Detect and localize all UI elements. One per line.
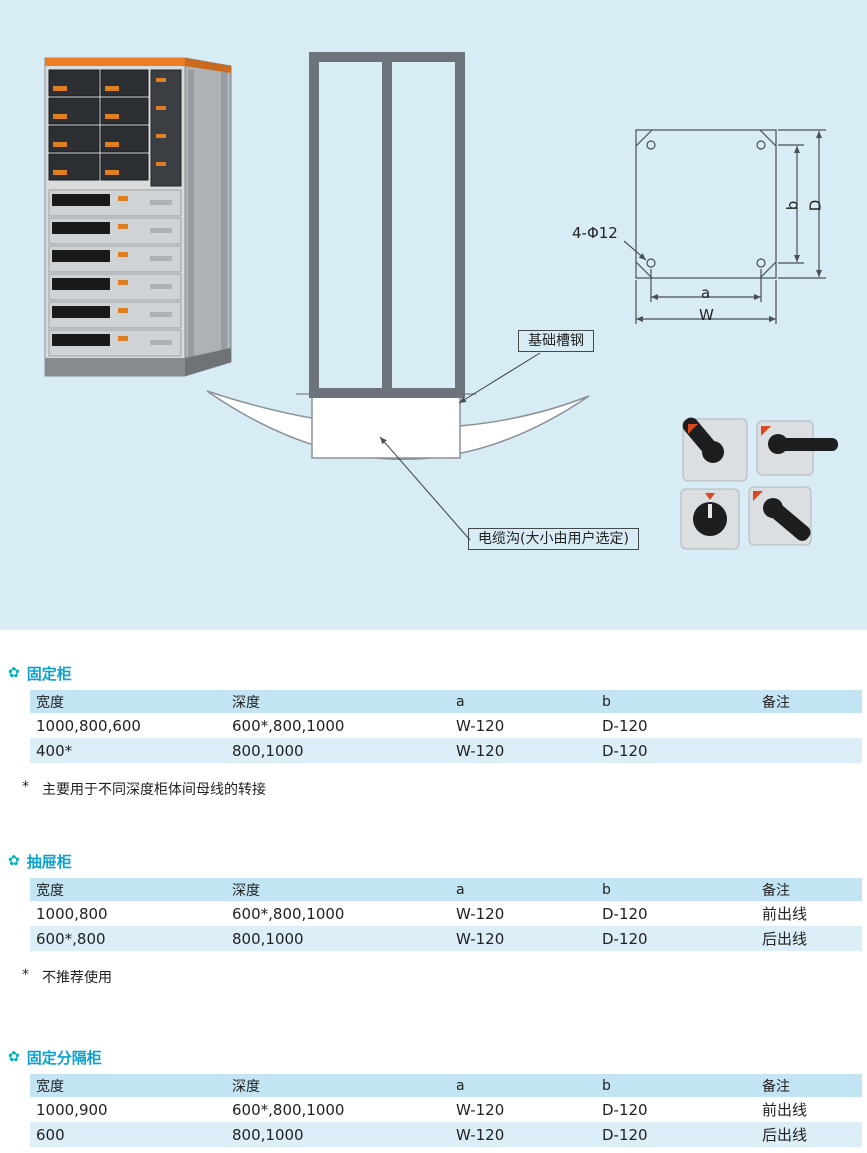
cell: 1000,900 bbox=[36, 1100, 108, 1119]
section-title-text: 抽屉柜 bbox=[26, 852, 72, 871]
col-header: a bbox=[450, 1074, 596, 1097]
table-header-row: 宽度 深度 a b 备注 bbox=[30, 690, 862, 713]
col-header: 宽度 bbox=[30, 690, 226, 713]
cell: D-120 bbox=[596, 738, 756, 763]
cell: W-120 bbox=[450, 738, 596, 763]
section-title-text: 固定柜 bbox=[26, 664, 72, 683]
cell: 600*,800,1000 bbox=[232, 1100, 345, 1119]
dim-b-label: b bbox=[783, 200, 802, 211]
flower-icon: ✿ bbox=[8, 665, 20, 681]
section-title: ✿ 固定分隔柜 bbox=[0, 1046, 867, 1068]
col-header: 深度 bbox=[226, 1074, 450, 1097]
diagram-area: 基础槽钢 电缆沟(大小由用户选定) 4-Φ12 a W b D bbox=[0, 0, 867, 630]
spec-table: 宽度 深度 a b 备注 1000,900 600*,800,1000 W-12… bbox=[30, 1074, 862, 1147]
cell: 800,1000 bbox=[226, 738, 450, 763]
cell: 前出线 bbox=[762, 905, 808, 923]
foundation-drawing bbox=[206, 390, 590, 460]
footnote: * 主要用于不同深度柜体间母线的转接 bbox=[22, 779, 867, 799]
table-row: 400* 800,1000 W-120 D-120 bbox=[30, 738, 862, 763]
table-row: 600*,800 800,1000 W-120 D-120 后出线 bbox=[30, 926, 862, 951]
footnote-star: * bbox=[22, 967, 29, 983]
cell: 600*,800 bbox=[30, 926, 226, 951]
flower-icon: ✿ bbox=[8, 1049, 20, 1065]
table-header-row: 宽度 深度 a b 备注 bbox=[30, 878, 862, 901]
dimension-diagram bbox=[623, 129, 826, 324]
cell: 后出线 bbox=[756, 926, 862, 951]
cell: D-120 bbox=[596, 926, 756, 951]
technical-diagram bbox=[44, 52, 838, 550]
cell: W-120 bbox=[456, 716, 505, 735]
cell: D-120 bbox=[602, 904, 648, 923]
col-header: 宽度 bbox=[30, 878, 226, 901]
callout-leaders bbox=[379, 352, 541, 541]
cell: W-120 bbox=[456, 1100, 505, 1119]
dim-w-label: W bbox=[699, 306, 714, 324]
cell: 600*,800,1000 bbox=[232, 904, 345, 923]
cell: 1000,800 bbox=[36, 904, 108, 923]
col-header: 宽度 bbox=[30, 1074, 226, 1097]
cell: 前出线 bbox=[762, 1101, 808, 1119]
mounting-frame-drawing bbox=[309, 52, 465, 398]
section-title-text: 固定分隔柜 bbox=[26, 1048, 102, 1067]
cell: D-120 bbox=[596, 1122, 756, 1147]
spec-table: 宽度 深度 a b 备注 1000,800,600 600*,800,1000 … bbox=[30, 690, 862, 763]
col-header: a bbox=[450, 878, 596, 901]
cell: W-120 bbox=[456, 904, 505, 923]
cell: 400* bbox=[30, 738, 226, 763]
switch-handle-photos bbox=[680, 417, 838, 550]
col-header: 深度 bbox=[226, 690, 450, 713]
dim-a-label: a bbox=[701, 284, 711, 302]
cell: 600*,800,1000 bbox=[232, 716, 345, 735]
col-header: 备注 bbox=[756, 690, 862, 713]
section-title: ✿ 抽屉柜 bbox=[0, 850, 867, 872]
col-header: a bbox=[450, 690, 596, 713]
cell bbox=[756, 738, 862, 763]
table-row: 1000,800 600*,800,1000 W-120 D-120 前出线 bbox=[30, 901, 862, 926]
cable-trench-label: 电缆沟(大小由用户选定) bbox=[468, 528, 639, 550]
cell: 800,1000 bbox=[226, 926, 450, 951]
dim-d-label: D bbox=[806, 199, 825, 212]
cell: 800,1000 bbox=[226, 1122, 450, 1147]
footnote-star: * bbox=[22, 779, 29, 795]
col-header: 备注 bbox=[756, 878, 862, 901]
section-drawer-cabinet: ✿ 抽屉柜 宽度 深度 a b 备注 1000,800 600*,800,100… bbox=[0, 850, 867, 987]
col-header: b bbox=[596, 1074, 756, 1097]
cell: W-120 bbox=[450, 926, 596, 951]
foundation-channel-label: 基础槽钢 bbox=[518, 330, 594, 352]
col-header: 深度 bbox=[226, 878, 450, 901]
table-row: 1000,900 600*,800,1000 W-120 D-120 前出线 bbox=[30, 1097, 862, 1122]
section-title: ✿ 固定柜 bbox=[0, 662, 867, 684]
footnote: * 不推荐使用 bbox=[22, 967, 867, 987]
cell: W-120 bbox=[450, 1122, 596, 1147]
section-fixed-cabinet: ✿ 固定柜 宽度 深度 a b 备注 1000,800,600 600*,800… bbox=[0, 662, 867, 799]
cell: D-120 bbox=[602, 716, 648, 735]
col-header: b bbox=[596, 690, 756, 713]
mounting-holes-label: 4-Φ12 bbox=[572, 224, 618, 242]
section-fixed-partition-cabinet: ✿ 固定分隔柜 宽度 深度 a b 备注 1000,900 600*,800,1… bbox=[0, 1046, 867, 1147]
spec-table: 宽度 深度 a b 备注 1000,800 600*,800,1000 W-12… bbox=[30, 878, 862, 951]
cabinet-illustration bbox=[44, 57, 232, 377]
cell: 后出线 bbox=[756, 1122, 862, 1147]
col-header: 备注 bbox=[756, 1074, 862, 1097]
cell: 600 bbox=[30, 1122, 226, 1147]
flower-icon: ✿ bbox=[8, 853, 20, 869]
cell: D-120 bbox=[602, 1100, 648, 1119]
table-row: 600 800,1000 W-120 D-120 后出线 bbox=[30, 1122, 862, 1147]
cell: 1000,800,600 bbox=[36, 716, 141, 735]
footnote-text: 主要用于不同深度柜体间母线的转接 bbox=[42, 782, 266, 798]
cell bbox=[756, 713, 862, 738]
col-header: b bbox=[596, 878, 756, 901]
table-row: 1000,800,600 600*,800,1000 W-120 D-120 bbox=[30, 713, 862, 738]
footnote-text: 不推荐使用 bbox=[42, 970, 112, 986]
table-header-row: 宽度 深度 a b 备注 bbox=[30, 1074, 862, 1097]
